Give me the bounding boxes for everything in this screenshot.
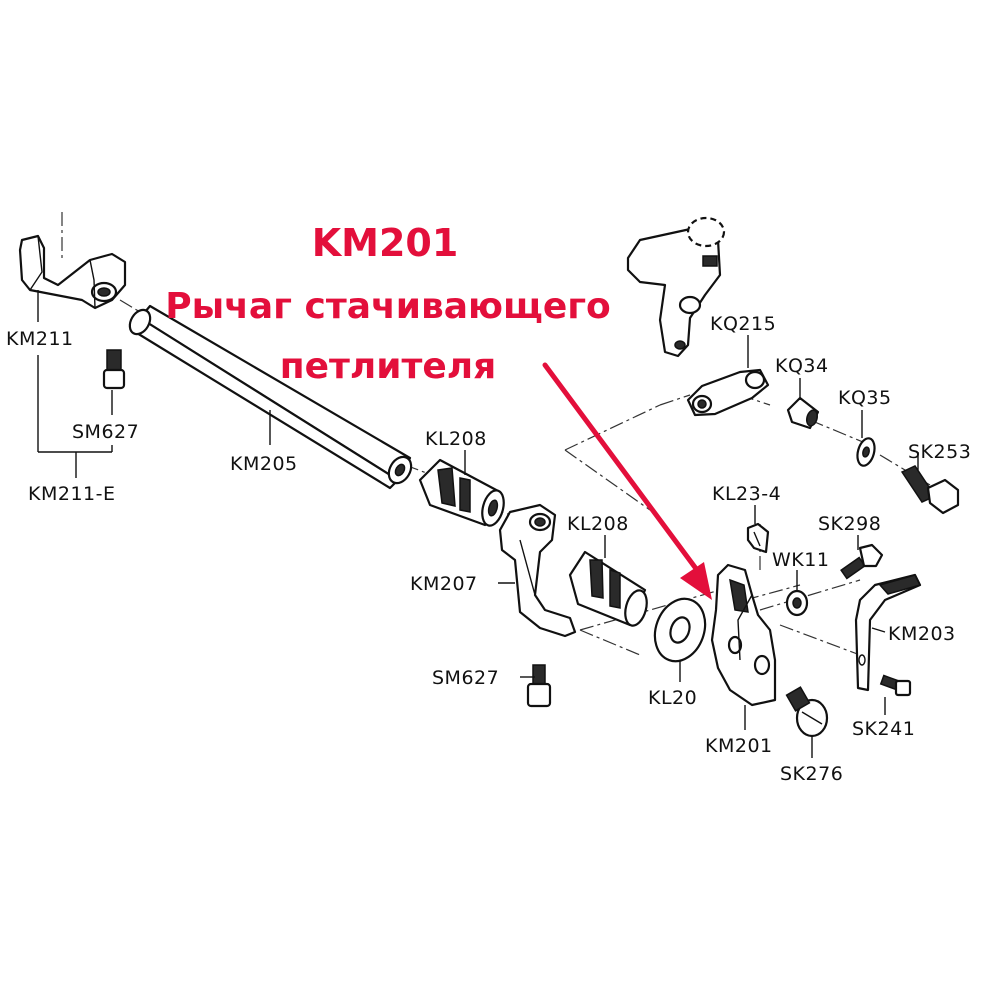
label-sk276: SK276 xyxy=(780,763,843,785)
part-km201-looper-lever xyxy=(710,563,777,707)
part-sm627-top-screw xyxy=(102,349,126,390)
alignment-lines xyxy=(61,212,931,656)
label-km201: KM201 xyxy=(705,735,773,757)
part-kl208-bushing-b xyxy=(568,550,648,627)
label-km211: KM211 xyxy=(6,328,74,350)
part-top-bracket xyxy=(626,216,726,358)
annotation-part-code: KM201 xyxy=(312,221,459,265)
part-wk11-washer xyxy=(785,589,809,617)
label-kl20: KL20 xyxy=(648,687,697,709)
part-km207-lever xyxy=(498,503,577,638)
label-kl23-4: KL23-4 xyxy=(712,483,781,505)
annotation-description-line1: Рычаг стачивающего xyxy=(165,286,611,327)
part-km211-arm xyxy=(18,234,127,310)
part-km205-shaft xyxy=(128,304,413,490)
label-sm627-bottom: SM627 xyxy=(432,667,499,689)
label-sk298: SK298 xyxy=(818,513,881,535)
annotation-description-line2: петлителя xyxy=(280,346,497,387)
label-kq215: KQ215 xyxy=(710,313,776,335)
part-sk298-screw xyxy=(840,543,884,580)
label-sk241: SK241 xyxy=(852,718,915,740)
label-km207: KM207 xyxy=(410,573,478,595)
part-sm627-bottom-screw xyxy=(526,664,552,708)
label-km203: KM203 xyxy=(888,623,956,645)
label-kl208-a: KL208 xyxy=(425,428,487,450)
label-km205: KM205 xyxy=(230,453,298,475)
part-sk276-screw xyxy=(785,686,829,738)
annotation-arrow-shaft xyxy=(542,362,700,573)
leader-lines xyxy=(37,290,919,758)
part-kq215-link xyxy=(686,368,770,417)
annotation-arrow-head xyxy=(680,562,712,600)
part-sk241-screw xyxy=(879,674,912,697)
part-sk253-bolt xyxy=(900,465,960,515)
label-wk11: WK11 xyxy=(772,549,829,571)
label-kq34: KQ34 xyxy=(775,355,829,377)
label-sk253: SK253 xyxy=(908,441,971,463)
part-kl20-washer xyxy=(653,597,707,663)
label-kq35: KQ35 xyxy=(838,387,892,409)
label-km211-e: KM211-E xyxy=(28,483,115,505)
part-kl23-4-clip xyxy=(746,522,770,554)
part-kq34-bushing xyxy=(786,396,820,430)
part-km203-guide xyxy=(854,573,922,692)
part-kq35-washer xyxy=(856,437,876,467)
label-kl208-b: KL208 xyxy=(567,513,629,535)
label-sm627-top: SM627 xyxy=(72,421,139,443)
annotation: KM201 Рычаг стачивающего петлителя xyxy=(165,221,712,600)
part-labels: KM211 SM627 KM211-E KM205 KL208 KL208 KM… xyxy=(6,313,971,785)
part-kl208-bushing-a xyxy=(418,458,505,527)
